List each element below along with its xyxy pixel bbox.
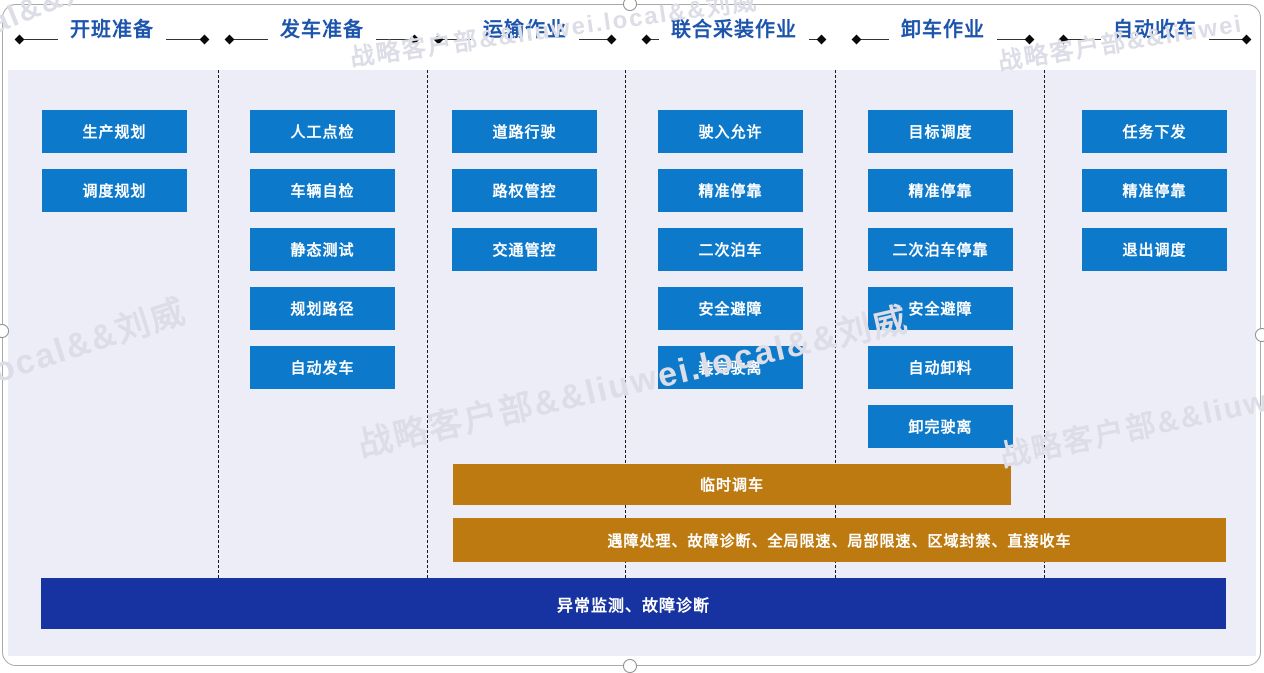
diamond-icon bbox=[1241, 34, 1252, 44]
header-line bbox=[442, 38, 471, 40]
header-line bbox=[166, 38, 201, 40]
diamond-icon bbox=[224, 34, 235, 44]
resize-handle-bottom[interactable] bbox=[623, 659, 637, 673]
diamond-icon bbox=[433, 34, 444, 44]
task-box[interactable]: 二次泊车 bbox=[658, 228, 803, 271]
stage-title: 自动收车 bbox=[1113, 18, 1197, 41]
diamond-icon bbox=[1024, 34, 1035, 44]
task-box[interactable]: 安全避障 bbox=[658, 287, 803, 330]
task-box[interactable]: 路权管控 bbox=[452, 169, 597, 212]
column-separator-4 bbox=[835, 70, 836, 578]
header-line bbox=[376, 38, 411, 40]
task-box[interactable]: 装完驶离 bbox=[658, 346, 803, 389]
stage-column-loading: 驶入允许 精准停靠 二次泊车 安全避障 装完驶离 bbox=[658, 110, 803, 389]
diamond-icon bbox=[409, 34, 420, 44]
stage-header-unloading: 卸车作业 bbox=[851, 19, 1035, 52]
overlay-bar-monitoring-diagnosis[interactable]: 异常监测、故障诊断 bbox=[41, 578, 1226, 629]
task-box[interactable]: 精准停靠 bbox=[868, 169, 1013, 212]
stage-column-transport: 道路行驶 路权管控 交通管控 bbox=[452, 110, 597, 271]
task-box[interactable]: 卸完驶离 bbox=[868, 405, 1013, 448]
task-box[interactable]: 调度规划 bbox=[42, 169, 187, 212]
diamond-icon bbox=[851, 34, 862, 44]
task-box[interactable]: 规划路径 bbox=[250, 287, 395, 330]
task-box[interactable]: 精准停靠 bbox=[1082, 169, 1227, 212]
task-box[interactable]: 退出调度 bbox=[1082, 228, 1227, 271]
stage-header-auto-return: 自动收车 bbox=[1058, 19, 1252, 52]
stage-header-departure-prep: 发车准备 bbox=[224, 19, 420, 52]
stage-header-shift-prep: 开班准备 bbox=[14, 19, 210, 52]
stage-column-auto-return: 任务下发 精准停靠 退出调度 bbox=[1082, 110, 1227, 271]
header-line bbox=[860, 38, 889, 40]
stage-header-transport: 运输作业 bbox=[433, 19, 617, 52]
diamond-icon bbox=[1058, 34, 1069, 44]
header-line bbox=[579, 38, 608, 40]
column-separator-1 bbox=[218, 70, 219, 578]
stage-column-shift-prep: 生产规划 调度规划 bbox=[42, 110, 187, 212]
task-box[interactable]: 安全避障 bbox=[868, 287, 1013, 330]
task-box[interactable]: 目标调度 bbox=[868, 110, 1013, 153]
diamond-icon bbox=[641, 34, 652, 44]
header-line bbox=[1067, 38, 1101, 40]
stage-title: 运输作业 bbox=[483, 18, 567, 41]
resize-handle-left[interactable] bbox=[0, 324, 9, 338]
task-box[interactable]: 驶入允许 bbox=[658, 110, 803, 153]
stage-title: 发车准备 bbox=[280, 18, 364, 41]
task-box[interactable]: 车辆自检 bbox=[250, 169, 395, 212]
stage-title: 开班准备 bbox=[70, 18, 154, 41]
overlay-bar-temporary-dispatch[interactable]: 临时调车 bbox=[453, 464, 1011, 505]
diamond-icon bbox=[199, 34, 210, 44]
header-line bbox=[1209, 38, 1243, 40]
task-box[interactable]: 精准停靠 bbox=[658, 169, 803, 212]
diamond-icon bbox=[606, 34, 617, 44]
task-box[interactable]: 静态测试 bbox=[250, 228, 395, 271]
stage-header-loading: 联合采装作业 bbox=[641, 19, 827, 52]
task-box[interactable]: 人工点检 bbox=[250, 110, 395, 153]
task-box[interactable]: 二次泊车停靠 bbox=[868, 228, 1013, 271]
task-box[interactable]: 自动卸料 bbox=[868, 346, 1013, 389]
column-separator-3 bbox=[625, 70, 626, 578]
stage-title: 卸车作业 bbox=[901, 18, 985, 41]
column-separator-5 bbox=[1044, 70, 1045, 578]
header-line bbox=[23, 38, 58, 40]
stage-column-departure-prep: 人工点检 车辆自检 静态测试 规划路径 自动发车 bbox=[250, 110, 395, 389]
diamond-icon bbox=[816, 34, 827, 44]
task-box[interactable]: 生产规划 bbox=[42, 110, 187, 153]
column-separator-2 bbox=[427, 70, 428, 578]
diagram-panel bbox=[8, 70, 1256, 656]
overlay-bar-exception-handling[interactable]: 遇障处理、故障诊断、全局限速、局部限速、区域封禁、直接收车 bbox=[453, 518, 1226, 562]
header-line bbox=[650, 38, 659, 40]
header-line bbox=[997, 38, 1026, 40]
diamond-icon bbox=[14, 34, 25, 44]
resize-handle-right[interactable] bbox=[1255, 328, 1264, 342]
stage-column-unloading: 目标调度 精准停靠 二次泊车停靠 安全避障 自动卸料 卸完驶离 bbox=[868, 110, 1013, 448]
task-box[interactable]: 自动发车 bbox=[250, 346, 395, 389]
header-line bbox=[809, 38, 818, 40]
task-box[interactable]: 交通管控 bbox=[452, 228, 597, 271]
task-box[interactable]: 道路行驶 bbox=[452, 110, 597, 153]
resize-handle-top[interactable] bbox=[623, 0, 637, 11]
header-line bbox=[233, 38, 268, 40]
stage-title: 联合采装作业 bbox=[671, 18, 797, 41]
task-box[interactable]: 任务下发 bbox=[1082, 110, 1227, 153]
